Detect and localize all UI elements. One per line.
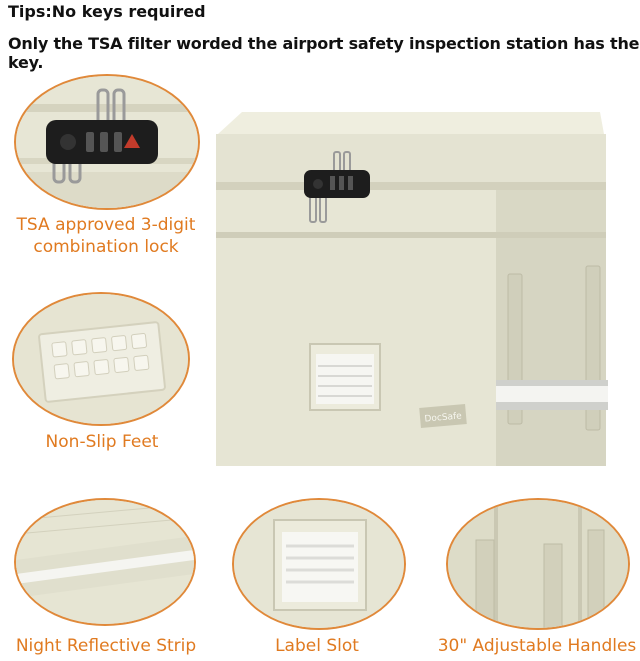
fireproof-box-image: DocSafe <box>206 104 628 476</box>
lock-closeup-bubble <box>14 74 200 210</box>
label-slot-bubble <box>232 498 406 630</box>
lock-caption-line2: combination lock <box>33 237 179 257</box>
feet-caption: Non-Slip Feet <box>45 432 159 452</box>
strip-caption: Night Reflective Strip <box>15 636 197 656</box>
brand-tag: DocSafe <box>424 411 463 424</box>
tsa-note: Only the TSA filter worded the airport s… <box>8 34 640 72</box>
feet-closeup-bubble <box>12 292 190 426</box>
lock-caption: TSA approved 3-digit combination lock <box>6 214 206 258</box>
lock-caption-line1: TSA approved 3-digit <box>16 215 196 235</box>
handles-caption: 30" Adjustable Handles <box>437 636 637 656</box>
handles-closeup-bubble <box>446 498 630 630</box>
label-slot-caption: Label Slot <box>275 636 359 656</box>
tips-heading: Tips:No keys required <box>8 2 206 21</box>
strip-closeup-bubble <box>14 498 196 626</box>
box-lock-icon <box>304 170 370 198</box>
